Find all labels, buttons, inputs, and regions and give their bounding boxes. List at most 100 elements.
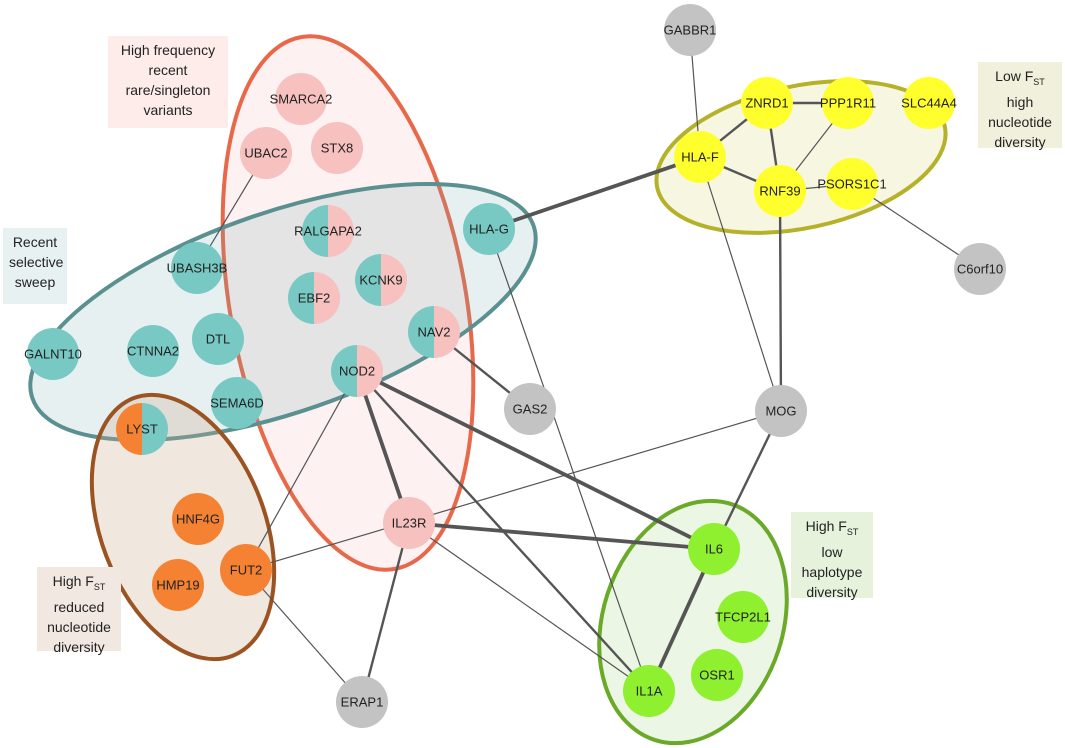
node-label: IL23R (392, 516, 427, 531)
node-label: NAV2 (418, 325, 451, 340)
node-smarca2[interactable]: SMARCA2 (270, 73, 333, 125)
node-label: GABBR1 (664, 23, 717, 38)
node-circle (275, 73, 327, 125)
edge-hla-g-hla-f (487, 155, 702, 231)
node-gas2[interactable]: GAS2 (504, 383, 556, 435)
node-circle (220, 544, 272, 596)
node-half-right (328, 205, 354, 257)
node-circle (822, 77, 874, 129)
node-label: GALNT10 (24, 347, 82, 362)
node-ubash3b[interactable]: UBASH3B (167, 242, 228, 294)
node-label: TFCP2L1 (715, 610, 771, 625)
node-label: SLC44A4 (901, 96, 957, 111)
node-ubac2[interactable]: UBAC2 (240, 127, 292, 179)
node-label: RALGAPA2 (294, 224, 362, 239)
node-galnt10[interactable]: GALNT10 (24, 328, 82, 380)
node-half-right (142, 403, 168, 455)
node-stx8[interactable]: STX8 (311, 122, 363, 174)
edge-hla-f-mog (699, 156, 782, 412)
edge-nod2-il6 (355, 369, 716, 551)
edge-hla-g-il1a (488, 228, 650, 692)
node-tfcp2l1[interactable]: TFCP2L1 (715, 591, 771, 643)
node-mog[interactable]: MOG (755, 385, 807, 437)
node-label: PSORS1C1 (817, 177, 886, 192)
node-circle (127, 325, 179, 377)
node-il23r[interactable]: IL23R (383, 497, 435, 549)
node-circle (383, 497, 435, 549)
node-label: FUT2 (230, 563, 263, 578)
node-half-left (408, 306, 434, 358)
node-znrd1[interactable]: ZNRD1 (741, 77, 793, 129)
node-fut2[interactable]: FUT2 (220, 544, 272, 596)
node-nav2[interactable]: NAV2 (408, 306, 460, 358)
node-hmp19[interactable]: HMP19 (152, 559, 204, 611)
node-circle (717, 591, 769, 643)
node-il1a[interactable]: IL1A (623, 665, 675, 717)
edge-il23r-erap1 (360, 521, 411, 704)
group-low-haplotype (597, 498, 789, 746)
node-kcnk9[interactable]: KCNK9 (355, 254, 407, 306)
node-circle (691, 649, 743, 701)
node-half-left (355, 254, 381, 306)
node-label: RNF39 (759, 184, 800, 199)
label-rare-variants: High frequency recent rare/singleton var… (108, 36, 228, 128)
node-circle (954, 243, 1006, 295)
node-slc44a4[interactable]: SLC44A4 (901, 77, 957, 129)
node-il6[interactable]: IL6 (688, 523, 740, 575)
node-label: SEMA6D (210, 396, 263, 411)
node-nod2[interactable]: NOD2 (331, 345, 383, 397)
label-high-nucleotide: Low FST high nucleotide diversity (978, 62, 1062, 150)
node-label: HMP19 (156, 578, 199, 593)
node-half-left (331, 345, 357, 397)
node-osr1[interactable]: OSR1 (691, 649, 743, 701)
node-ctnna2[interactable]: CTNNA2 (127, 325, 179, 377)
node-c6orf10[interactable]: C6orf10 (954, 243, 1006, 295)
node-label: MOG (765, 404, 796, 419)
node-dtl[interactable]: DTL (192, 313, 244, 365)
edge-il23r-il1a (408, 522, 650, 692)
label-low-haplotype: High FST low haplotype diversity (791, 512, 873, 600)
edge-nod2-fut2 (245, 370, 358, 571)
node-label: NOD2 (339, 364, 375, 379)
node-circle (336, 676, 388, 728)
node-lyst[interactable]: LYST (116, 403, 168, 455)
node-circle (311, 122, 363, 174)
node-label: UBAC2 (244, 146, 287, 161)
node-label: GAS2 (513, 402, 548, 417)
node-sema6d[interactable]: SEMA6D (210, 377, 264, 429)
node-erap1[interactable]: ERAP1 (336, 676, 388, 728)
node-hla-g[interactable]: HLA-G (463, 203, 515, 255)
node-ralgapa2[interactable]: RALGAPA2 (294, 205, 362, 257)
node-circle (504, 383, 556, 435)
node-label: IL1A (636, 684, 663, 699)
edge-fut2-erap1 (245, 569, 363, 703)
node-label: LYST (126, 422, 158, 437)
node-rnf39[interactable]: RNF39 (754, 165, 806, 217)
node-half-right (381, 254, 407, 306)
node-circle (172, 493, 224, 545)
edge-il6-il1a (647, 547, 716, 693)
node-psors1c1[interactable]: PSORS1C1 (817, 158, 887, 210)
node-hnf4g[interactable]: HNF4G (172, 493, 224, 545)
node-circle (754, 165, 806, 217)
node-circle (903, 77, 955, 129)
node-label: STX8 (321, 141, 354, 156)
node-ppp1r11[interactable]: PPP1R11 (820, 77, 876, 129)
node-label: PPP1R11 (820, 96, 876, 111)
edge-fut2-mog (245, 410, 782, 571)
node-circle (755, 385, 807, 437)
node-circle (741, 77, 793, 129)
node-label: CTNNA2 (127, 344, 179, 359)
node-circle (623, 665, 675, 717)
node-circle (674, 131, 726, 183)
node-circle (664, 4, 716, 56)
node-gabbr1[interactable]: GABBR1 (664, 4, 717, 56)
node-circle (152, 559, 204, 611)
node-label: IL6 (705, 542, 723, 557)
node-ebf2[interactable]: EBF2 (288, 272, 340, 324)
node-circle (240, 127, 292, 179)
node-hla-f[interactable]: HLA-F (674, 131, 726, 183)
node-half-left (288, 272, 314, 324)
